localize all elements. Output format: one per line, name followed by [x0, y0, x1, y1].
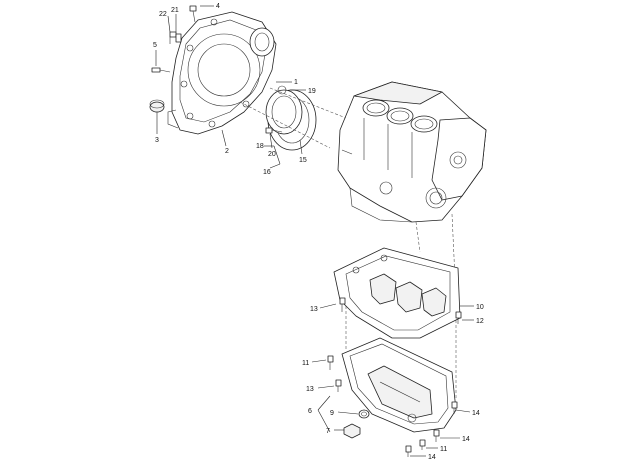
callout-6: 6 — [308, 408, 312, 415]
lower-oil-pan — [341, 337, 457, 433]
callout-12: 12 — [476, 318, 484, 325]
callout-14-right: 14 — [472, 410, 480, 417]
callout-20: 20 — [268, 151, 276, 158]
callout-16: 16 — [263, 169, 271, 176]
callout-3: 3 — [155, 137, 159, 144]
rear-seal-retainer — [265, 85, 317, 151]
pan-bolts — [327, 297, 462, 457]
callout-21: 21 — [171, 7, 179, 14]
callout-13-upper: 13 — [310, 306, 318, 313]
callout-14-middle: 14 — [462, 436, 470, 443]
callout-2: 2 — [225, 148, 229, 155]
callout-19: 19 — [308, 88, 316, 95]
callout-11-upper: 11 — [302, 360, 309, 367]
seal-plug — [149, 99, 165, 113]
callout-14-bottom: 14 — [428, 454, 436, 460]
callout-15: 15 — [299, 157, 307, 164]
stud-22-21 — [169, 31, 182, 44]
drain-washer — [358, 409, 370, 419]
drain-plug — [343, 423, 361, 439]
callout-22: 22 — [159, 11, 167, 18]
callout-13-lower: 13 — [306, 386, 314, 393]
housing-bolt-4 — [189, 5, 197, 23]
leader-lines — [155, 5, 474, 457]
callout-5: 5 — [153, 42, 157, 49]
callout-1: 1 — [294, 79, 298, 86]
cylinder-block — [337, 81, 487, 223]
housing-bolt-5 — [151, 67, 171, 73]
callout-labels: 22 21 4 5 3 2 1 19 18 20 15 16 10 12 13 … — [153, 3, 484, 461]
upper-oil-pan — [333, 247, 461, 339]
callout-18: 18 — [256, 143, 264, 150]
retainer-bolt-20 — [265, 127, 283, 134]
callout-10: 10 — [476, 304, 484, 311]
flywheel-housing — [167, 11, 277, 135]
callout-7: 7 — [326, 428, 330, 435]
callout-9: 9 — [330, 410, 334, 417]
callout-4: 4 — [216, 3, 220, 10]
callout-11-lower: 11 — [440, 446, 447, 453]
